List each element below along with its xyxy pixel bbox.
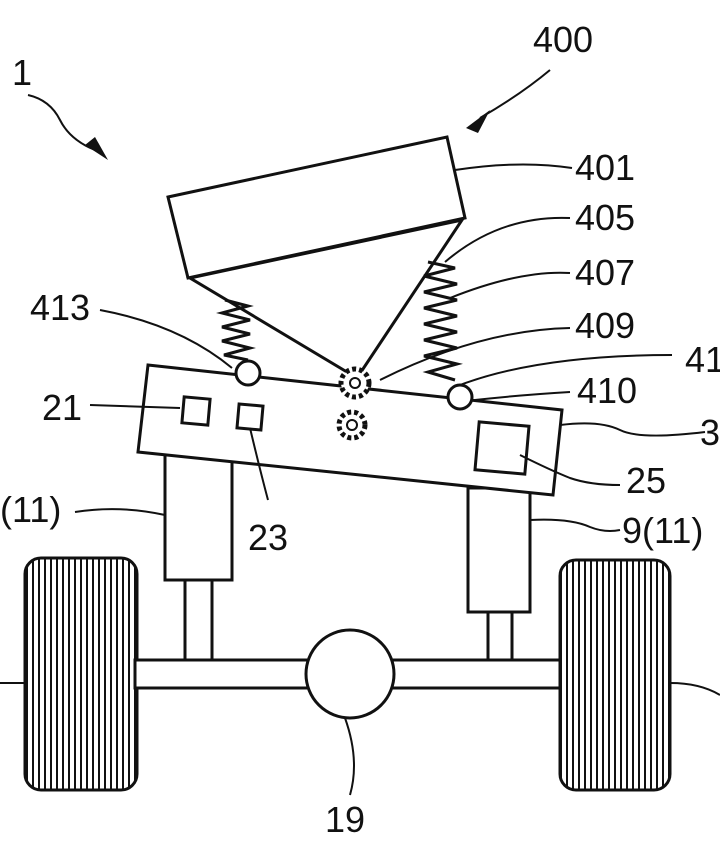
left-strut-rod — [185, 578, 212, 660]
right-strut — [468, 488, 530, 612]
label-405: 405 — [575, 197, 635, 238]
right-spring — [424, 262, 457, 380]
label-401: 401 — [575, 147, 635, 188]
lower-gear-icon — [339, 412, 365, 438]
left-wheel — [25, 558, 137, 790]
left-pivot — [236, 361, 260, 385]
arrow-1-icon — [85, 137, 108, 160]
label-19: 19 — [325, 799, 365, 840]
label-3: 3 — [700, 412, 720, 453]
label-409: 409 — [575, 305, 635, 346]
right-strut-rod — [488, 610, 512, 660]
label-400: 400 — [533, 19, 593, 60]
arrow-400-icon — [466, 110, 490, 133]
label-407: 407 — [575, 252, 635, 293]
differential — [306, 630, 394, 718]
upper-gear-icon — [341, 369, 369, 397]
left-strut — [165, 452, 232, 580]
label-23: 23 — [248, 517, 288, 558]
label-413: 413 — [30, 287, 90, 328]
label-41: 41 — [685, 339, 720, 380]
label-11-left: (11) — [0, 489, 61, 530]
right-wheel — [560, 560, 670, 790]
label-25: 25 — [626, 460, 666, 501]
label-410: 410 — [577, 370, 637, 411]
right-pivot — [448, 385, 472, 409]
label-21: 21 — [42, 387, 82, 428]
label-1: 1 — [12, 52, 32, 93]
label-9-11: 9(11) — [622, 510, 703, 551]
